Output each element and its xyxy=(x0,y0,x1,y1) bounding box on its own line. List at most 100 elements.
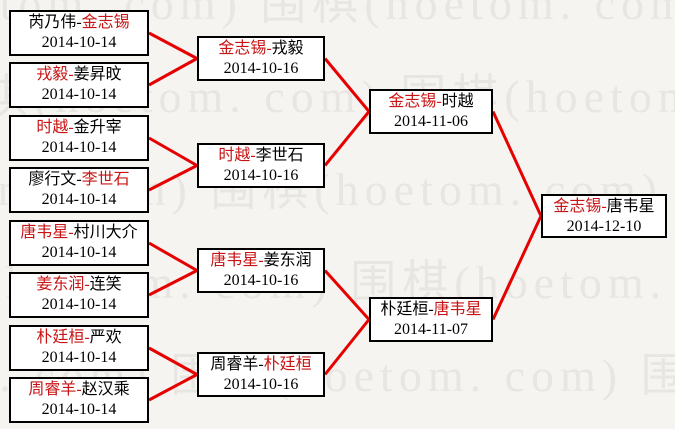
match-players: 戎毅-姜昇旼 xyxy=(11,65,147,85)
connector-line xyxy=(148,241,198,272)
match-players: 唐韦星-姜东润 xyxy=(199,251,323,271)
match-date: 2014-10-16 xyxy=(223,272,299,289)
player2-name: 连笑 xyxy=(89,276,122,293)
match-players: 周睿羊-朴廷桓 xyxy=(199,355,323,375)
players-separator: - xyxy=(76,14,82,31)
player1-name: 周睿羊 xyxy=(210,356,259,373)
connector-line xyxy=(323,318,371,376)
players-separator: - xyxy=(428,301,434,318)
match-players: 廖行文-李世石 xyxy=(11,170,147,190)
match-date: 2014-10-14 xyxy=(41,244,117,261)
player2-name: 严欢 xyxy=(89,329,122,346)
connector-line xyxy=(148,136,198,167)
player1-name: 芮乃伟 xyxy=(28,14,77,31)
players-separator: - xyxy=(250,147,256,164)
match-date: 2014-11-07 xyxy=(393,321,469,338)
player2-name: 姜昇旼 xyxy=(73,66,122,83)
match-players: 时越-金升宰 xyxy=(11,118,147,138)
player2-name: 唐韦星 xyxy=(433,301,482,318)
player1-name: 周睿羊 xyxy=(28,381,77,398)
match-date: 2014-10-14 xyxy=(41,191,117,208)
match-players: 朴廷桓-严欢 xyxy=(11,328,147,348)
players-separator: - xyxy=(68,66,74,83)
match-players: 芮乃伟-金志锡 xyxy=(11,13,147,33)
match-players: 金志锡-戎毅 xyxy=(199,39,323,59)
player2-name: 时越 xyxy=(441,93,474,110)
match-date: 2014-10-16 xyxy=(223,167,299,184)
connector-line xyxy=(323,110,371,167)
players-separator: - xyxy=(76,171,82,188)
match-players: 时越-李世石 xyxy=(199,146,323,166)
connector-line xyxy=(148,57,198,87)
player2-name: 唐韦星 xyxy=(606,198,655,215)
player1-name: 时越 xyxy=(218,147,251,164)
player1-name: 朴廷桓 xyxy=(36,329,85,346)
match-date: 2014-10-14 xyxy=(41,86,117,103)
player1-name: 唐韦星 xyxy=(20,224,69,241)
player1-name: 朴廷桓 xyxy=(380,301,429,318)
match-players: 朴廷桓-唐韦星 xyxy=(371,300,491,320)
player1-name: 姜东润 xyxy=(36,276,85,293)
players-separator: - xyxy=(266,40,272,57)
player1-name: 戎毅 xyxy=(36,66,69,83)
player2-name: 村川大介 xyxy=(73,224,138,241)
players-separator: - xyxy=(84,276,90,293)
match-date: 2014-12-10 xyxy=(566,218,642,235)
players-separator: - xyxy=(601,198,607,215)
player2-name: 李世石 xyxy=(81,171,130,188)
match-date: 2014-10-16 xyxy=(223,376,299,393)
players-separator: - xyxy=(68,119,74,136)
match-players: 金志锡-唐韦星 xyxy=(543,197,665,217)
match-date: 2014-10-14 xyxy=(41,34,117,51)
players-separator: - xyxy=(258,356,264,373)
connector-line xyxy=(148,164,198,192)
player2-name: 戎毅 xyxy=(271,40,304,57)
player2-name: 姜东润 xyxy=(263,252,312,269)
player2-name: 李世石 xyxy=(255,147,304,164)
player1-name: 金志锡 xyxy=(553,198,602,215)
player2-name: 朴廷桓 xyxy=(263,356,312,373)
match-date: 2014-10-16 xyxy=(223,60,299,77)
match-date: 2014-11-06 xyxy=(393,113,469,130)
connector-line xyxy=(323,269,371,321)
match-players: 周睿羊-赵汉乘 xyxy=(11,380,147,400)
match-players: 唐韦星-村川大介 xyxy=(11,223,147,243)
player2-name: 金志锡 xyxy=(81,14,130,31)
player2-name: 金升宰 xyxy=(73,119,122,136)
connector-line xyxy=(148,31,198,60)
match-date: 2014-10-14 xyxy=(41,296,117,313)
match-date: 2014-10-14 xyxy=(41,401,117,418)
match-date: 2014-10-14 xyxy=(41,349,117,366)
connector-line xyxy=(148,346,198,376)
match-players: 姜东润-连笑 xyxy=(11,275,147,295)
players-separator: - xyxy=(258,252,264,269)
player1-name: 廖行文 xyxy=(28,171,77,188)
match-date: 2014-10-14 xyxy=(41,139,117,156)
connector-line xyxy=(323,57,371,113)
match-players: 金志锡-时越 xyxy=(371,92,491,112)
connector-line xyxy=(148,373,198,402)
players-separator: - xyxy=(84,329,90,346)
connector-line xyxy=(491,215,543,321)
connector-line xyxy=(148,269,198,297)
player1-name: 金志锡 xyxy=(218,40,267,57)
connector-line xyxy=(491,110,543,217)
players-separator: - xyxy=(68,224,74,241)
